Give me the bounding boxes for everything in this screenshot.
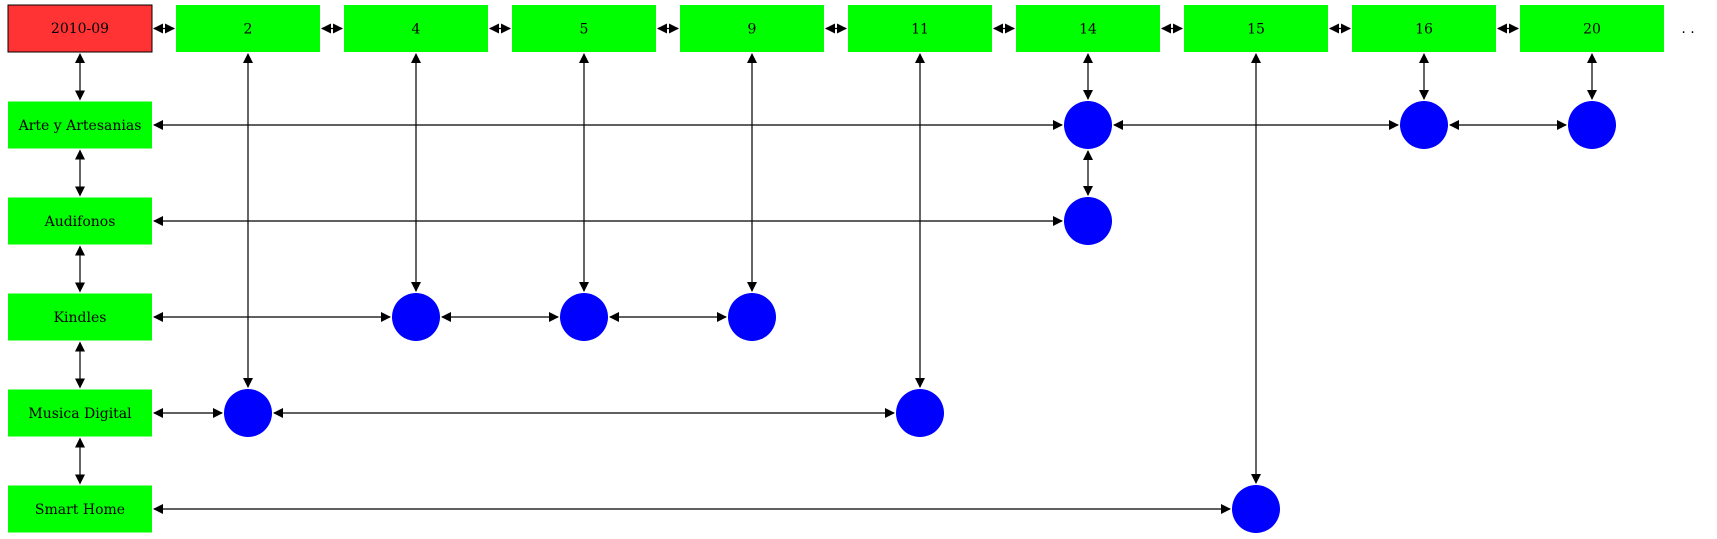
dot-arte-y-artesanias-16	[1400, 101, 1448, 149]
column-node-11	[848, 5, 992, 52]
category-node-musica-digital	[8, 389, 152, 437]
column-node-16	[1352, 5, 1496, 52]
category-node-arte-y-artesanias	[8, 101, 152, 149]
column-node-4	[344, 5, 488, 52]
category-node-audifonos-label: Audifonos	[44, 214, 116, 230]
dot-audifonos-14	[1064, 197, 1112, 245]
column-node-9	[680, 5, 824, 52]
column-node-20-label: 20	[1583, 22, 1601, 38]
category-node-audifonos	[8, 197, 152, 245]
dot-arte-y-artesanias-14	[1064, 101, 1112, 149]
column-node-5	[512, 5, 656, 52]
category-node-kindles	[8, 293, 152, 341]
category-node-musica-digital-label: Musica Digital	[28, 406, 132, 422]
column-node-15-label: 15	[1247, 22, 1265, 38]
column-node-9-label: 9	[748, 22, 757, 38]
dot-kindles-9	[728, 293, 776, 341]
period-label: 2010-09	[51, 21, 109, 37]
dot-smart-home-15	[1232, 485, 1280, 533]
column-node-2	[176, 5, 320, 52]
column-node-14	[1016, 5, 1160, 52]
column-node-20	[1520, 5, 1664, 52]
category-node-smart-home	[8, 485, 152, 533]
column-node-11-label: 11	[911, 22, 929, 38]
column-node-16-label: 16	[1415, 22, 1433, 38]
dot-kindles-4	[392, 293, 440, 341]
period-node	[7, 4, 153, 53]
ellipsis-marker: . .	[1681, 21, 1694, 37]
column-node-2-label: 2	[244, 22, 253, 38]
column-node-15	[1184, 5, 1328, 52]
column-node-5-label: 5	[580, 22, 589, 38]
dot-musica-digital-2	[224, 389, 272, 437]
edges-layer	[75, 23, 1597, 514]
column-node-14-label: 14	[1079, 22, 1097, 38]
dot-kindles-5	[560, 293, 608, 341]
category-node-kindles-label: Kindles	[54, 310, 107, 326]
column-node-4-label: 4	[412, 22, 421, 38]
dot-arte-y-artesanias-20	[1568, 101, 1616, 149]
category-node-arte-y-artesanias-label: Arte y Artesanias	[18, 118, 142, 134]
category-node-smart-home-label: Smart Home	[35, 502, 125, 518]
dot-musica-digital-11	[896, 389, 944, 437]
